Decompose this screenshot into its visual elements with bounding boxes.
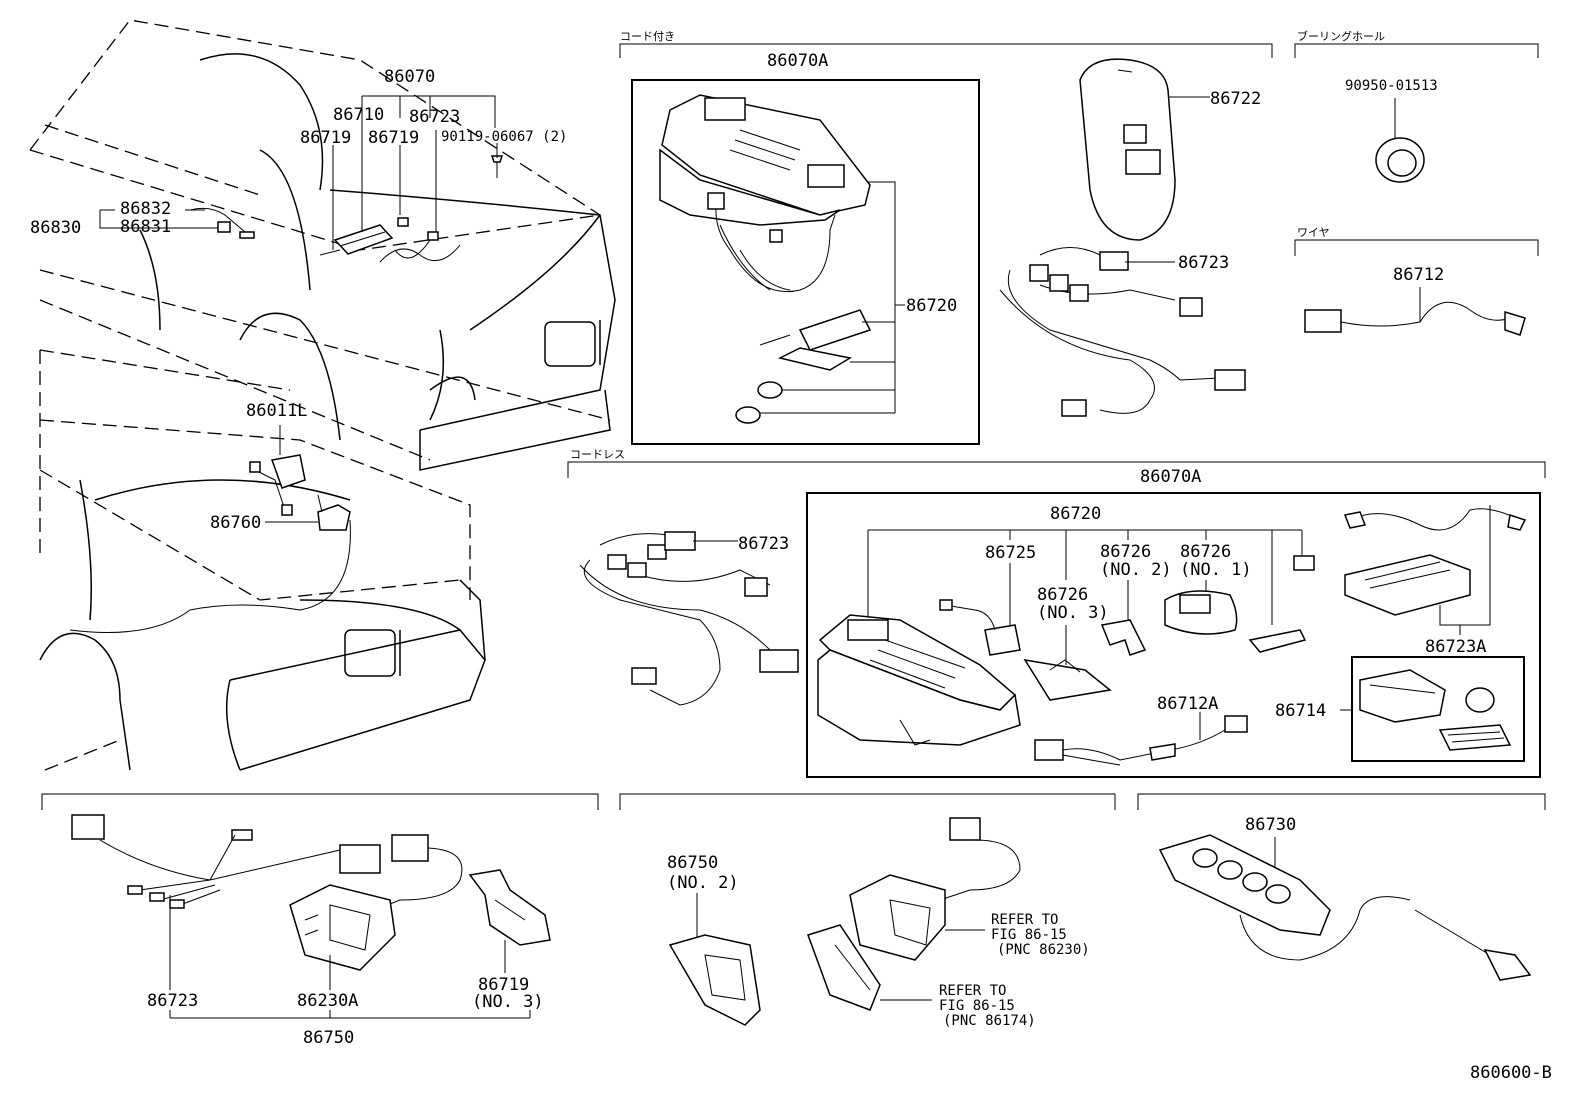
- harness-upper: [319, 217, 461, 263]
- wire-bracket: [1294, 239, 1539, 256]
- switch-panel-86730: [1158, 834, 1532, 981]
- part-86714-box: [1351, 656, 1525, 762]
- antenna-86760: [69, 494, 351, 633]
- part-86750-no2-suffix: (NO. 2): [667, 873, 739, 893]
- part-86719-label: 86719: [300, 128, 351, 148]
- corded-section-title: コード付き: [620, 30, 675, 43]
- part-86719-label: 86719: [368, 128, 419, 148]
- bracket-86719-no3: [468, 869, 551, 946]
- corded-small-parts: [735, 309, 872, 424]
- part-86719-no3-label: 86719: [478, 975, 529, 995]
- part-86726-no3-label: 86726: [1037, 585, 1088, 605]
- part-86712A-label: 86712A: [1157, 694, 1218, 714]
- harness-86723-bottom: [71, 814, 463, 921]
- diagram-id: 860600-B: [1470, 1063, 1552, 1083]
- switch-86230A: [289, 884, 396, 971]
- wire-86712: [1304, 287, 1526, 336]
- part-86230A-label: 86230A: [297, 991, 358, 1011]
- battery-86725: [939, 599, 1021, 656]
- part-86070-label: 86070: [384, 67, 435, 87]
- cordless-assembly-label: 86070A: [1140, 467, 1201, 487]
- corded-harness-86723: [999, 247, 1246, 417]
- bezel-86750-no2: [668, 893, 761, 1026]
- refer-note-2-line1: REFER TO: [939, 983, 1006, 999]
- refer-note-2-line2: FIG 86-15: [939, 998, 1015, 1014]
- part-86720-label: 86720: [1050, 504, 1101, 524]
- part-86723-label: 86723: [1178, 253, 1229, 273]
- unit-86723A: [1343, 508, 1527, 616]
- refer-note-2-line3: (PNC 86174): [943, 1013, 1036, 1029]
- bottom-middle-bracket: [619, 793, 1116, 810]
- part-86723-label: 86723: [738, 534, 789, 554]
- antenna-86830: [189, 207, 255, 239]
- part-86723A-label: 86723A: [1425, 637, 1486, 657]
- car-lower-illustration: [39, 349, 486, 771]
- refer-leaders: [880, 929, 985, 1001]
- part-86831-label: 86831: [120, 217, 171, 237]
- plug-90950: [1375, 98, 1425, 183]
- boring-hole-title: ブーリングホール: [1297, 29, 1385, 43]
- part-86725-label: 86725: [985, 543, 1036, 563]
- harness-86712A: [1034, 715, 1248, 766]
- bracket-86726-no2: [1100, 619, 1147, 656]
- part-86712-label: 86712: [1393, 265, 1444, 285]
- part-86830-label: 86830: [30, 218, 81, 238]
- charger-86726-no1: [1164, 590, 1238, 635]
- part-86750-no2-label: 86750: [667, 853, 718, 873]
- bottom-left-leaders: [169, 895, 531, 1019]
- part-86726-no3-suffix: (NO. 3): [1037, 603, 1109, 623]
- part-86832-label: 86832: [120, 199, 171, 219]
- cradle-86722: [1079, 58, 1210, 241]
- part-86750-label: 86750: [303, 1028, 354, 1048]
- corded-leaders: [760, 181, 905, 414]
- corded-assembly-label: 86070A: [767, 51, 828, 71]
- part-90119-label: 90119-06067 (2): [441, 129, 567, 145]
- bolt-90119: [490, 155, 504, 178]
- part-86723-label: 86723: [409, 107, 460, 127]
- car-upper-illustration: [29, 19, 616, 471]
- module-86714: [1359, 669, 1512, 751]
- cordless-bracket: [567, 461, 1546, 478]
- bottom-left-bracket: [41, 793, 599, 810]
- cordless-handset-86720: [817, 614, 1021, 746]
- switch-assembly-middle: [807, 817, 1021, 1011]
- cordless-leaders: [867, 505, 1491, 740]
- boring-hole-bracket: [1294, 43, 1539, 58]
- cordless-assembly-box: [806, 492, 1541, 778]
- part-86726-no2-suffix: (NO. 2): [1100, 560, 1172, 580]
- part-86730-label: 86730: [1245, 815, 1296, 835]
- refer-note-1-line1: REFER TO: [991, 912, 1058, 928]
- leaders-upper: [99, 95, 498, 250]
- connector-small: [1293, 555, 1315, 571]
- cordless-harness-86723: [579, 531, 799, 706]
- part-86011L-label: 86011L: [246, 401, 307, 421]
- wire-title: ワイヤ: [1297, 226, 1330, 239]
- cordless-section-title: コードレス: [570, 448, 625, 461]
- part-86714-label: 86714: [1275, 701, 1326, 721]
- part-90950-label: 90950-01513: [1345, 78, 1438, 94]
- refer-note-1-line3: (PNC 86230): [997, 942, 1090, 958]
- part-86722-label: 86722: [1210, 89, 1261, 109]
- part-86723-label: 86723: [147, 991, 198, 1011]
- part-86726-no2-label: 86726: [1100, 542, 1151, 562]
- part-86760-label: 86760: [210, 513, 261, 533]
- part-86720-label: 86720: [906, 296, 957, 316]
- part-86719-no3-suffix: (NO. 3): [472, 992, 544, 1012]
- part-86710-label: 86710: [333, 105, 384, 125]
- phone-transceiver-86710: [333, 224, 394, 255]
- corded-bracket: [619, 43, 1273, 58]
- bottom-right-bracket: [1137, 793, 1546, 810]
- part-86726-no1-label: 86726: [1180, 542, 1231, 562]
- part-86726-no1-suffix: (NO. 1): [1180, 560, 1252, 580]
- corded-assembly-box: [631, 79, 980, 445]
- corded-handset-86720: [659, 94, 871, 293]
- clip-part: [1248, 629, 1307, 653]
- refer-note-1-line2: FIG 86-15: [991, 927, 1067, 943]
- bracket-86726-no3: [1023, 658, 1112, 701]
- antenna-amplifier-86011L: [249, 425, 306, 516]
